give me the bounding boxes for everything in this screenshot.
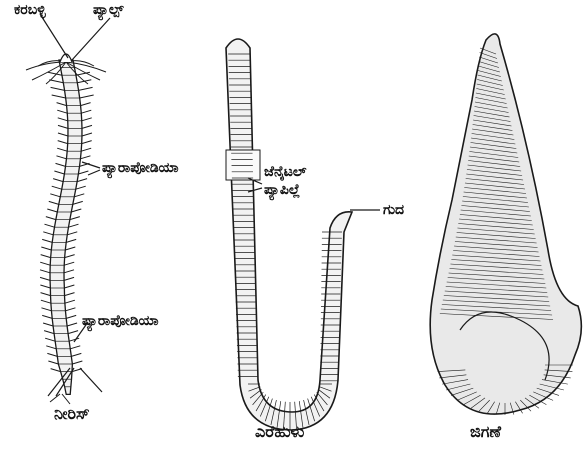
parapodium [78, 171, 88, 174]
parapodium [40, 270, 50, 273]
parapodium [82, 125, 92, 128]
parapodium [53, 179, 63, 182]
parapodium [42, 239, 52, 242]
parapodium [47, 353, 57, 356]
parapodium [52, 95, 66, 98]
parapodium [70, 217, 80, 220]
label-palp: ಪ್ಯಾಲ್ಪ್ [93, 2, 124, 18]
parapodium [40, 285, 50, 288]
parapodium [65, 247, 75, 250]
parapodium [74, 194, 84, 197]
parapodium [51, 87, 65, 90]
parapodium [81, 103, 91, 106]
parapodium [41, 255, 51, 258]
parapodium [46, 346, 56, 349]
parapodium [64, 270, 74, 273]
parapodium [40, 262, 50, 265]
parapodium [82, 118, 92, 121]
parapodium [67, 323, 77, 326]
clitellum [226, 150, 260, 180]
parapodium [45, 338, 55, 341]
parapodium [70, 346, 80, 349]
label-parapodia-upper: ಪ್ಯಾರಾಪೋಡಿಯಾ [102, 160, 179, 176]
parapodium [57, 148, 67, 151]
parapodium [58, 118, 68, 121]
anal-cirrus [62, 394, 70, 404]
parapodium [64, 262, 74, 265]
parapodium [65, 300, 75, 303]
parapodium [48, 361, 58, 364]
parapodium [54, 171, 64, 174]
label-genital-line1: ಜೆನೈಟಲ್ [264, 164, 307, 180]
parapodium [44, 224, 54, 227]
parapodium [66, 315, 76, 318]
parapodium [40, 277, 50, 280]
parapodium [67, 232, 77, 235]
parapodium [73, 201, 83, 204]
parapodium [50, 194, 60, 197]
parapodium [71, 209, 81, 212]
label-karaballi: ಕರಬಳ್ಳಿ [14, 2, 46, 18]
anal-cirrus [50, 394, 60, 402]
parapodium [80, 95, 94, 98]
parapodium [52, 186, 62, 189]
parapodium [57, 103, 67, 106]
label-anus: ಗುದ [383, 202, 404, 218]
nereis-figure [26, 54, 106, 404]
parapodium [41, 308, 51, 311]
parapodium [71, 353, 81, 356]
parapodium [64, 277, 74, 280]
parapodium [57, 110, 67, 113]
parapodium [82, 141, 92, 144]
parapodium [42, 315, 52, 318]
parapodium [58, 141, 68, 144]
earthworm-figure [226, 39, 352, 430]
parapodium [56, 163, 66, 166]
parapodium [43, 323, 53, 326]
parapodium [41, 293, 51, 296]
parapodium [64, 285, 74, 288]
parapodium [66, 239, 76, 242]
label-genital-line2: ಪ್ಯಾಪಿಲ್ಲೆ [264, 182, 300, 198]
parapodium [44, 331, 54, 334]
parapodium [65, 293, 75, 296]
label-parapodia-lower: ಪ್ಯಾರಾಪೋಡಿಯಾ [82, 313, 159, 329]
parapodium [79, 87, 93, 90]
parapodium [82, 133, 92, 136]
parapodium [47, 209, 57, 212]
parapodium [58, 125, 68, 128]
parapodium [51, 369, 61, 372]
parapodium [43, 232, 53, 235]
leech-body [430, 34, 581, 414]
caption-nereis: ನೀರಿಸ್ [54, 404, 90, 424]
caption-leech: ಜಿಗಣೆ [470, 422, 501, 442]
parapodium [65, 255, 75, 258]
parapodium [41, 300, 51, 303]
parapodium [48, 72, 62, 75]
parapodium [58, 133, 68, 136]
parapodium [72, 361, 82, 364]
parapodium [80, 156, 90, 159]
caption-earthworm: ಎರೆಹುಳು [255, 422, 304, 442]
parapodium [68, 331, 78, 334]
parapodium [41, 247, 51, 250]
parapodium [49, 80, 63, 83]
parapodium [56, 156, 66, 159]
parapodium [81, 110, 91, 113]
leech-figure [430, 34, 581, 415]
parapodium [46, 217, 56, 220]
parapodium [49, 201, 59, 204]
parapodium [76, 186, 86, 189]
parapodium [77, 179, 87, 182]
parapodium [81, 148, 91, 151]
parapodium [65, 308, 75, 311]
parapodium [68, 224, 78, 227]
